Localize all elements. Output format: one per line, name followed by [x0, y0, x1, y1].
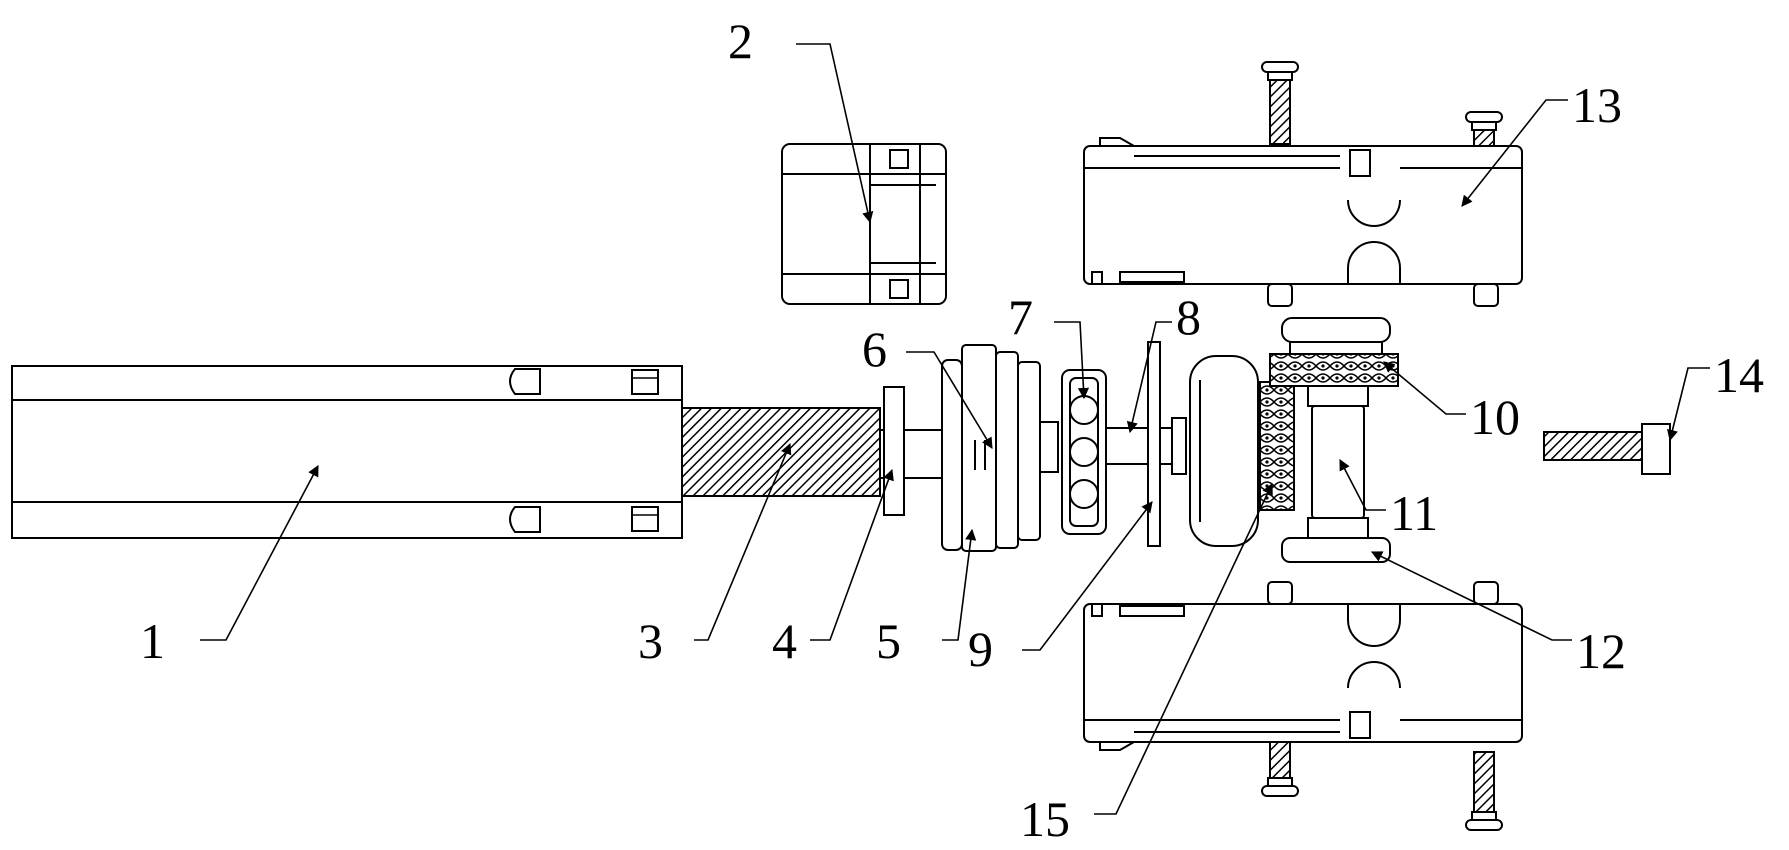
callout-9: 9 [968, 621, 993, 677]
roller-wheel [1190, 356, 1258, 546]
callout-11: 11 [1390, 485, 1438, 541]
part-2-bracket [782, 144, 946, 304]
callout-3: 3 [638, 613, 663, 669]
callout-12: 12 [1576, 623, 1626, 679]
callout-2: 2 [728, 13, 753, 69]
callout-5: 5 [876, 613, 901, 669]
callout-15: 15 [1020, 791, 1070, 847]
part-11-column [1308, 386, 1368, 538]
callout-10: 10 [1470, 389, 1520, 445]
callout-8: 8 [1176, 289, 1201, 345]
part-15-pad [1260, 382, 1294, 510]
callout-14: 14 [1714, 347, 1764, 403]
callout-6: 6 [862, 321, 887, 377]
part-13-upper-clamp [1084, 62, 1522, 306]
callout-13: 13 [1572, 77, 1622, 133]
part-8-9-shaft-disc [1106, 342, 1186, 546]
part-3-threaded-shaft [682, 408, 880, 496]
part-10-pad [1270, 318, 1398, 386]
part-1-housing [12, 366, 682, 538]
callout-1: 1 [140, 613, 165, 669]
callout-7: 7 [1008, 289, 1033, 345]
part-5-6-flange [942, 345, 1058, 551]
lower-clamp-body [1084, 582, 1522, 830]
part-14-bolt [1544, 424, 1670, 474]
part-12-plate [1282, 538, 1390, 562]
part-4-plate [880, 387, 942, 515]
callout-4: 4 [772, 613, 797, 669]
